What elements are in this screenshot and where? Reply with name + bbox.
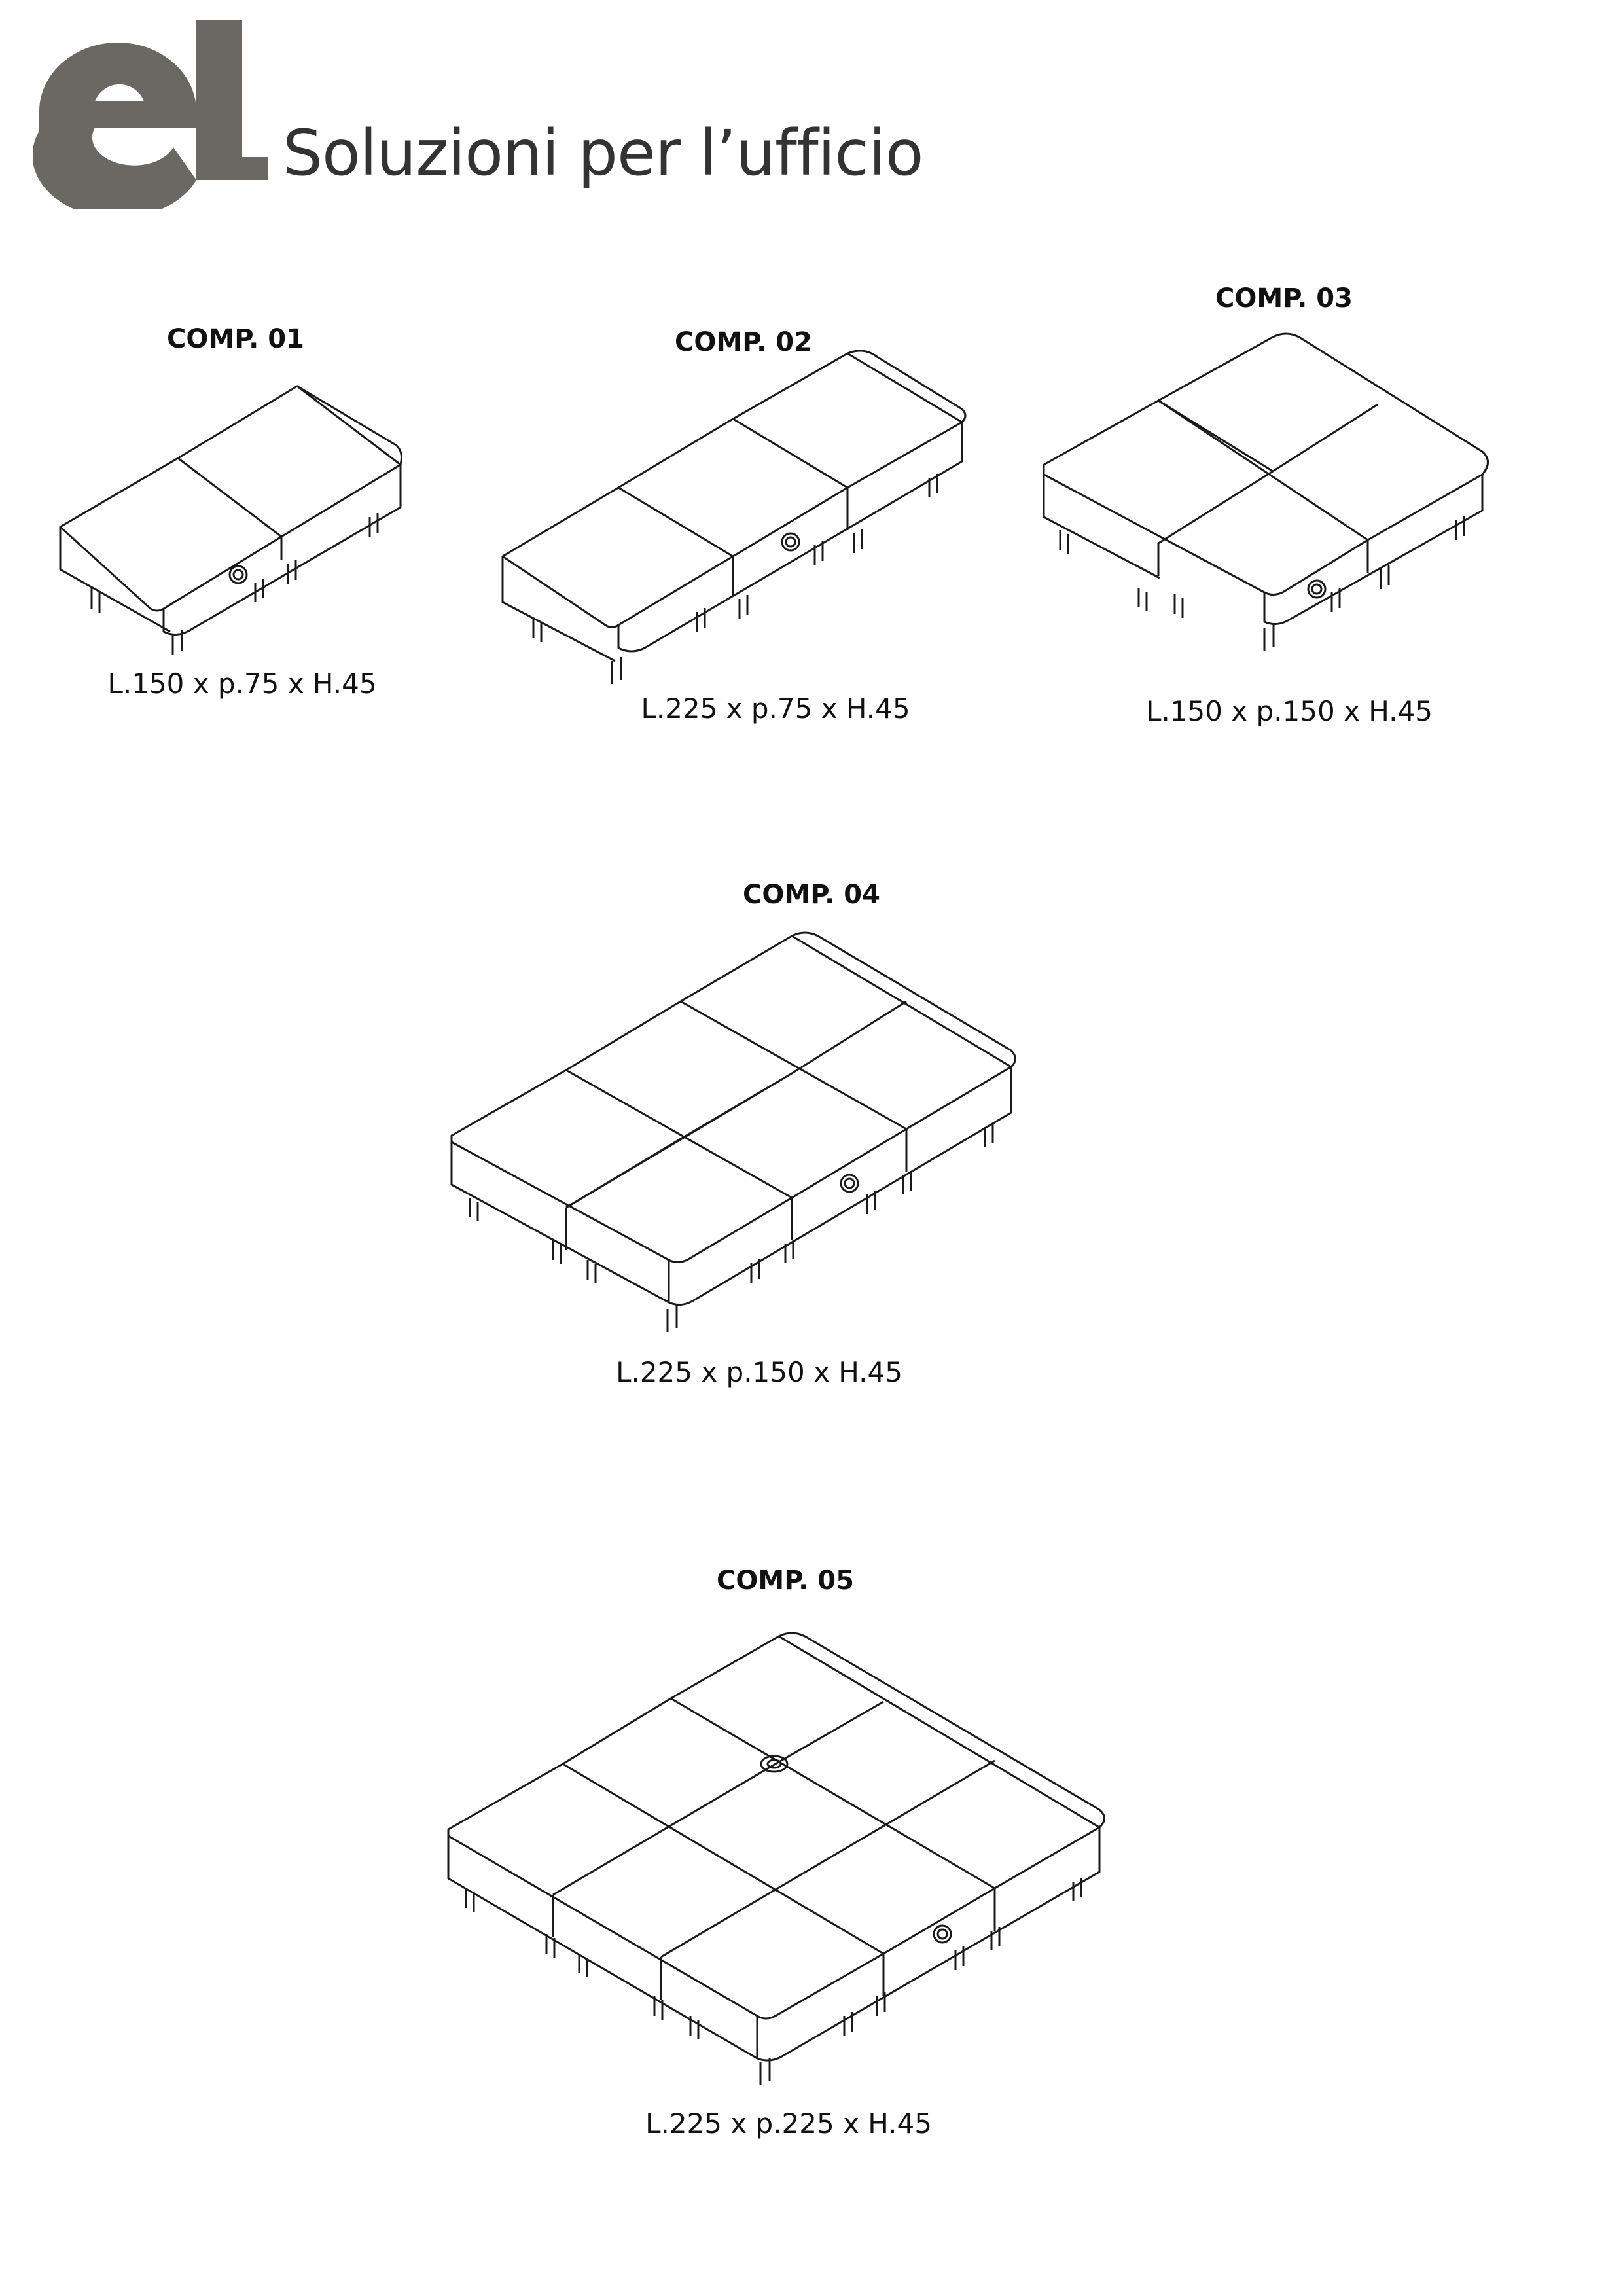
comp-04-drawing: [450, 931, 1016, 1332]
comp-03-cable-port-icon: [1307, 579, 1327, 599]
comp-05-legs: [465, 1878, 1082, 2085]
comp-05-title: COMP. 05: [717, 1566, 854, 1596]
comp-04-title: COMP. 04: [743, 880, 880, 910]
comp-05-dimensions: L.225 x p.225 x H.45: [645, 2108, 932, 2140]
comp-02-title: COMP. 02: [675, 327, 812, 357]
brand-logo: [33, 20, 268, 209]
comp-01-cable-port-icon: [228, 565, 248, 584]
comp-02-legs: [532, 474, 938, 684]
comp-04-cable-port-icon: [840, 1174, 859, 1193]
comp-02-dimensions: L.225 x p.75 x H.45: [641, 692, 910, 725]
brand-tagline: Soluzioni per l’ufficio: [283, 117, 923, 190]
comp-03-title: COMP. 03: [1215, 283, 1353, 314]
comp-05-drawing: [447, 1632, 1105, 2085]
comp-04-dimensions: L.225 x p.150 x H.45: [616, 1356, 902, 1388]
comp-01-title: COMP. 01: [167, 324, 304, 354]
comp-03-drawing: [1043, 332, 1489, 651]
comp-01-legs: [90, 513, 379, 655]
comp-05-top-cable-port-icon: [760, 1755, 789, 1773]
comp-02-cable-port-icon: [781, 532, 800, 552]
comp-01-drawing: [59, 385, 402, 655]
comp-01-dimensions: L.150 x p.75 x H.45: [107, 668, 377, 700]
comp-03-legs: [1059, 516, 1465, 651]
comp-03-dimensions: L.150 x p.150 x H.45: [1146, 695, 1433, 727]
logo-mark: [33, 20, 268, 209]
comp-05-cable-port-icon: [933, 1924, 952, 1944]
comp-04-legs: [469, 1123, 994, 1332]
comp-02-drawing: [501, 350, 967, 684]
